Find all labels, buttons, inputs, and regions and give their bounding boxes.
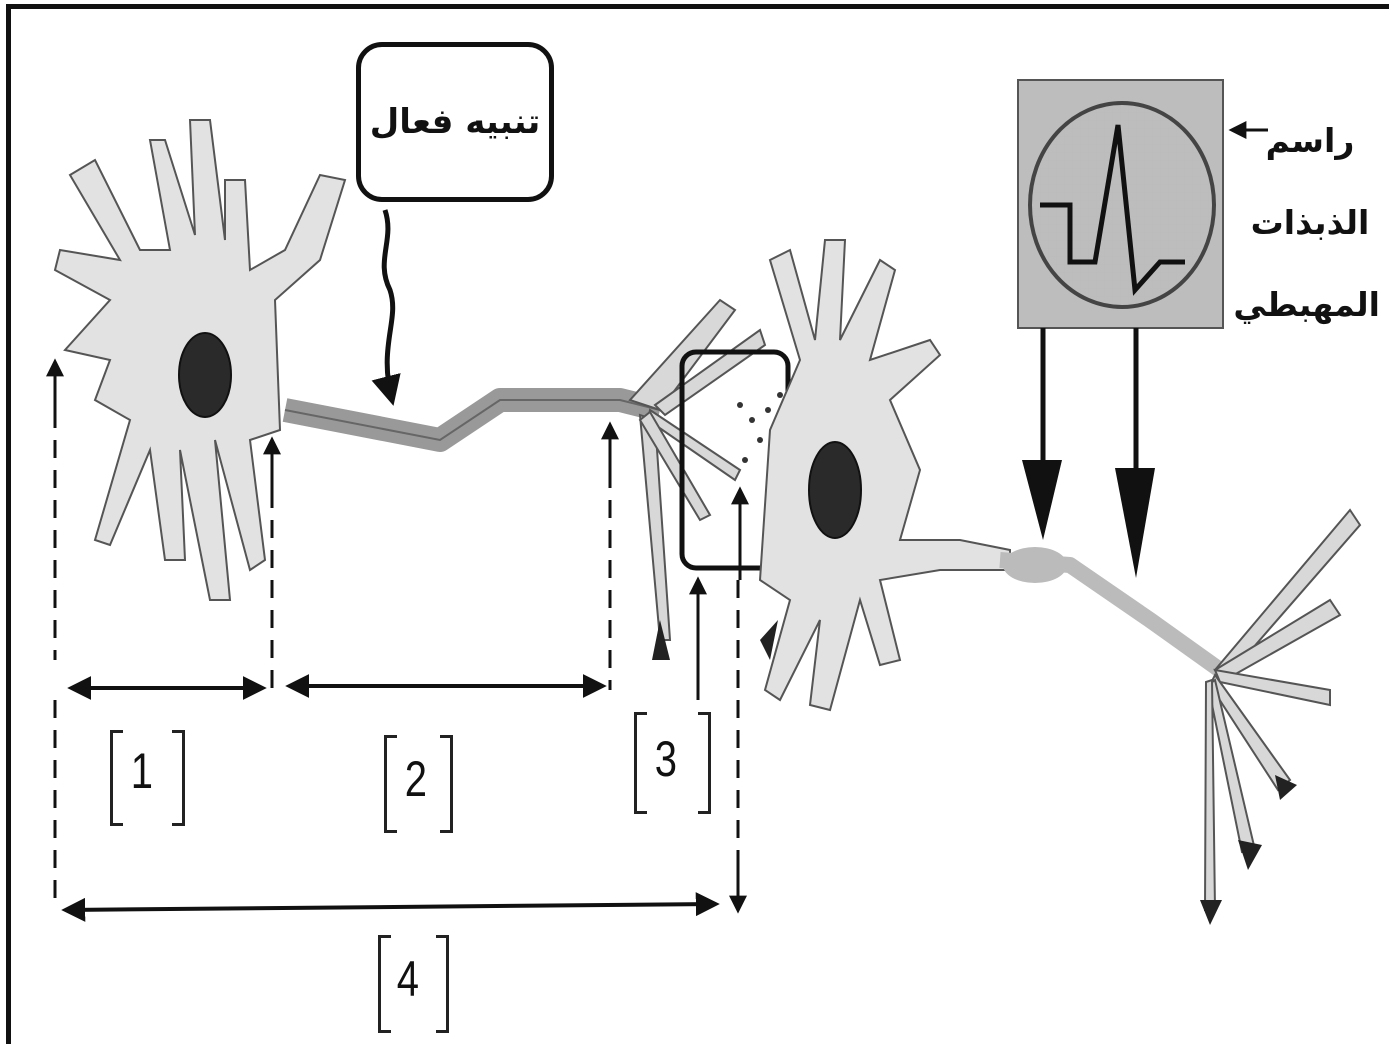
stimulus-box: تنبيه فعال <box>356 42 554 202</box>
electrodes <box>1040 328 1139 470</box>
oscilloscope-label-line-2: الذبذات <box>1250 203 1370 242</box>
segment-1-bracket-left <box>110 730 123 826</box>
oscilloscope-label-line-3: المهبطي <box>1233 285 1380 324</box>
axon-1-edge <box>284 399 661 442</box>
stimulus-label: تنبيه فعال <box>369 102 541 142</box>
neuron-2-cell-body <box>758 239 1011 712</box>
neuron-2 <box>758 239 1011 712</box>
segment-2-bracket-left <box>384 735 397 833</box>
segment-1-bracket-right <box>172 730 185 826</box>
neuron-1-nucleus <box>178 332 232 418</box>
segment-1-label: 1 <box>130 743 154 799</box>
axon-2-node <box>1003 547 1067 583</box>
stimulus-arrow <box>371 209 401 406</box>
electrode-2-tip <box>1115 468 1155 578</box>
oscilloscope-label-line-1: راسم <box>1265 121 1355 160</box>
segment-4-label: 4 <box>396 951 420 1007</box>
segment-3-label: 3 <box>654 731 678 787</box>
segment-4-bracket-left <box>378 935 391 1033</box>
terminal-drop <box>652 620 670 660</box>
diagram-frame <box>6 4 1389 1044</box>
segment-3-bracket-left <box>634 712 647 814</box>
segment-2-bracket-right <box>440 735 453 833</box>
segment-2-label: 2 <box>404 751 428 807</box>
neuron-2-nucleus <box>808 441 862 539</box>
neuron-1 <box>53 119 347 601</box>
neuron-2-terminals <box>1203 508 1362 911</box>
oscilloscope-label: راسم الذبذات المهبطي <box>1233 100 1380 346</box>
segment-4-bracket-right <box>436 935 449 1033</box>
neuron-2-terminal-drops <box>1200 775 1297 925</box>
electrode-1-tip <box>1022 460 1062 540</box>
neuron-2-drop <box>760 620 778 660</box>
measure-arrow-4 <box>61 892 720 922</box>
segment-3-bracket-right <box>698 712 711 814</box>
oscilloscope <box>1017 79 1224 329</box>
dashed-guides <box>53 380 740 910</box>
action-potential-trace <box>1040 124 1185 296</box>
